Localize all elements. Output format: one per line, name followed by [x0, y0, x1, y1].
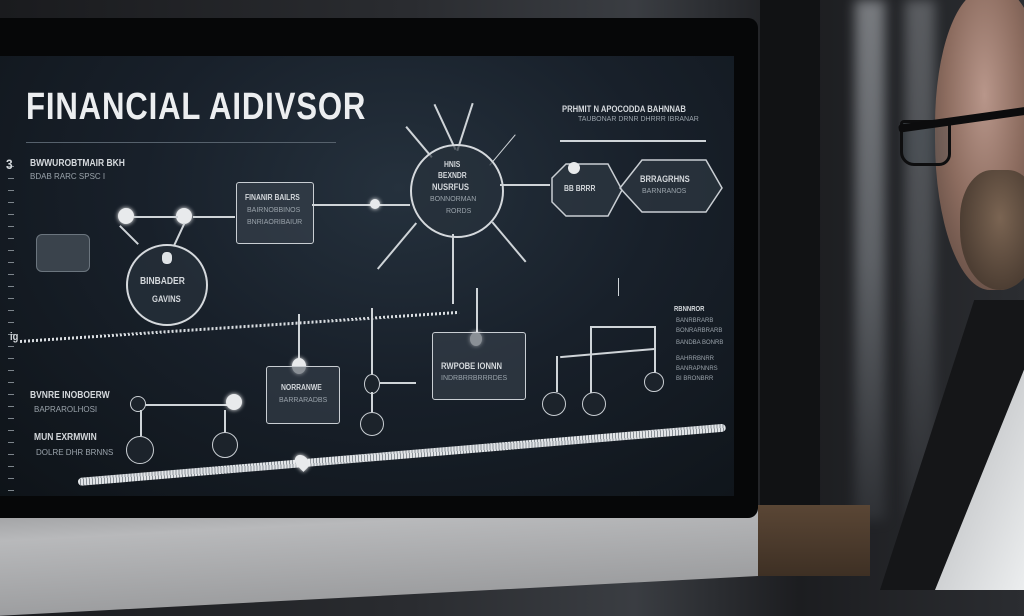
note: BONRARBRARB	[676, 328, 723, 334]
connector-node[interactable]	[118, 208, 134, 224]
connector-line	[500, 184, 550, 186]
connector-line	[556, 356, 558, 392]
hub-line: RORDS	[446, 208, 472, 215]
section-subtext: BAPRAROLHOSI	[34, 405, 98, 414]
box-mid-left[interactable]: NORRANWE BARRARADBS	[266, 366, 340, 424]
box-title: RWPOBE IONNN	[441, 361, 503, 371]
connector-node[interactable]	[226, 394, 242, 410]
target-icon[interactable]	[360, 412, 384, 436]
divider	[26, 142, 336, 143]
section-subtext: DOLRE DHR BRNNS	[36, 448, 114, 457]
box-title: FINANIR BAILRS	[245, 193, 300, 202]
box-center[interactable]: RWPOBE IONNN INDRBRRBRRRDES	[432, 332, 526, 400]
hub-line: BONNORMAN	[430, 196, 477, 203]
side-ruler	[8, 166, 14, 496]
hex-right-label: BRRAGRHNS	[640, 174, 690, 184]
note: RBNNROR	[674, 306, 705, 313]
chart-node-icon[interactable]	[644, 372, 664, 392]
target-icon[interactable]	[126, 436, 154, 464]
connector-line	[476, 288, 478, 338]
user-icon	[162, 252, 172, 264]
connector-line	[140, 410, 142, 436]
connector-line	[172, 222, 186, 248]
side-marker: 3	[6, 156, 13, 172]
section-heading: MUN EXRMWIN	[34, 432, 97, 443]
progress-band[interactable]	[77, 423, 727, 486]
circle-left[interactable]: BINBADER GAVINS	[126, 244, 208, 326]
monitor: 3 ig FINANCIAL AIDIVSOR BWWUROBTMAIR BKH…	[0, 18, 758, 518]
section-subtext: BDAB RARC SPSC I	[30, 172, 106, 181]
connector-node[interactable]	[370, 199, 380, 209]
box-line: BNRIAORIBAIUR	[247, 219, 303, 226]
note: BANRBRARB	[676, 318, 714, 324]
chart-node-icon[interactable]	[364, 374, 380, 394]
box-line: BARRARADBS	[279, 397, 328, 404]
coin-icon[interactable]	[130, 396, 146, 412]
connector-line	[590, 326, 656, 328]
connector-line	[134, 216, 178, 218]
divider	[560, 140, 706, 142]
section-heading: BWWUROBTMAIR BKH	[30, 158, 125, 169]
page-title: FINANCIAL AIDIVSOR	[26, 86, 367, 128]
connector-line	[119, 225, 139, 245]
location-pin-icon[interactable]	[292, 452, 312, 472]
top-right-heading: PRHMIT N APOCODDA BAHNNAB	[562, 104, 686, 114]
connector-line	[371, 308, 373, 378]
connector-line	[371, 392, 373, 412]
circle-subtitle: GAVINS	[152, 294, 181, 304]
connector-line	[193, 216, 235, 218]
note: BAHRRBNRR	[676, 356, 715, 362]
background-pillar	[760, 0, 820, 576]
section-heading: BVNRE INOBOERW	[30, 390, 110, 401]
briefcase-icon	[36, 234, 90, 272]
connector-line	[452, 234, 454, 304]
monitor-screen: 3 ig FINANCIAL AIDIVSOR BWWUROBTMAIR BKH…	[0, 56, 734, 496]
connector-line	[224, 410, 226, 436]
hub-line: BEXNDR	[438, 171, 467, 180]
box-title: NORRANWE	[281, 383, 322, 392]
dotted-timeline	[19, 310, 460, 343]
circle-hub[interactable]: HNIS BEXNDR NUSRFUS BONNORMAN RORDS	[410, 144, 504, 238]
hex-right-subtext: BARNRANOS	[642, 188, 687, 195]
hub-line: HNIS	[444, 160, 461, 169]
connector-line	[140, 404, 230, 406]
connector-line	[560, 347, 656, 359]
note: BANDBA BONRB	[676, 340, 724, 346]
circle-title: BINBADER	[140, 276, 185, 287]
note: BI BRONBRR	[676, 376, 714, 382]
connector-line	[590, 326, 592, 394]
coin-icon[interactable]	[582, 392, 606, 416]
connector-line	[654, 326, 656, 374]
hexagon-group[interactable]	[546, 156, 726, 226]
box-upper-left[interactable]: FINANIR BAILRS BAIRNOBBINOS BNRIAORIBAIU…	[236, 182, 314, 244]
target-icon[interactable]	[542, 392, 566, 416]
arrow-line	[380, 382, 416, 384]
connector-node[interactable]	[176, 208, 192, 224]
connector-line	[298, 314, 300, 362]
hex-left-label: BB BRRR	[564, 184, 596, 193]
marker-line	[618, 278, 619, 296]
background-window-light	[855, 0, 885, 520]
hub-line: NUSRFUS	[432, 182, 469, 192]
top-right-subtext: TAUBONAR DRNR DHRRR IBRANAR	[578, 116, 699, 123]
ray-line	[491, 221, 527, 263]
person-beard	[960, 170, 1024, 290]
side-marker: ig	[10, 331, 19, 343]
box-line: BAIRNOBBINOS	[247, 207, 301, 214]
user-icon[interactable]	[212, 432, 238, 458]
ray-line	[376, 222, 418, 270]
box-line: INDRBRRBRRRDES	[441, 375, 508, 382]
note: BANRAPNNRS	[676, 366, 718, 372]
connector-line	[312, 204, 410, 206]
